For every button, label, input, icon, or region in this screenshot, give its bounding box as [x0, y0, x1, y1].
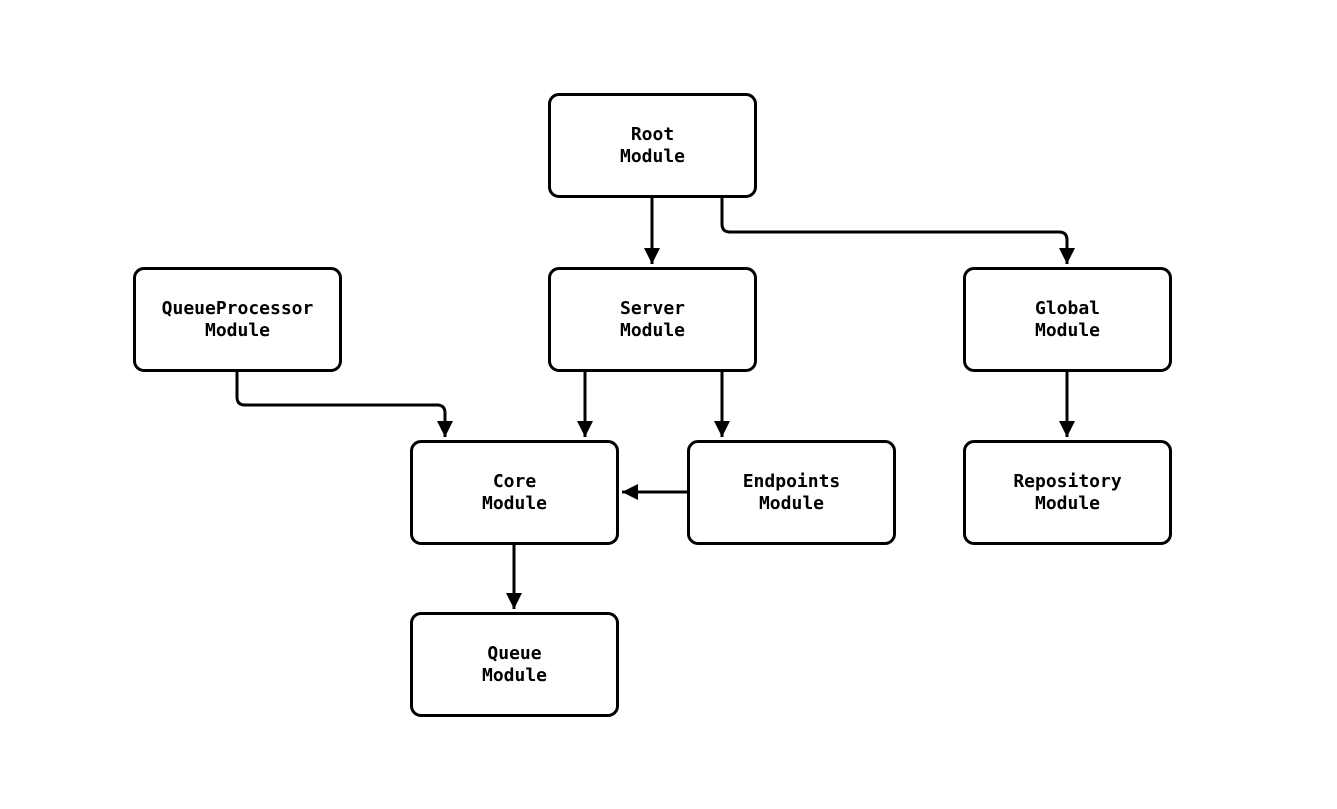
node-root-module: Root Module: [548, 93, 757, 198]
node-queue-module: Queue Module: [410, 612, 619, 717]
node-server-module: Server Module: [548, 267, 757, 372]
node-global-module: Global Module: [963, 267, 1172, 372]
edges-group: [235, 198, 1075, 609]
node-repository-module: Repository Module: [963, 440, 1172, 545]
edge-root-module-to-global-module: [720, 198, 1075, 264]
node-queueprocessor-module: QueueProcessor Module: [133, 267, 342, 372]
node-endpoints-module: Endpoints Module: [687, 440, 896, 545]
edge-queueprocessor-module-to-core-module: [235, 372, 453, 437]
node-core-module: Core Module: [410, 440, 619, 545]
